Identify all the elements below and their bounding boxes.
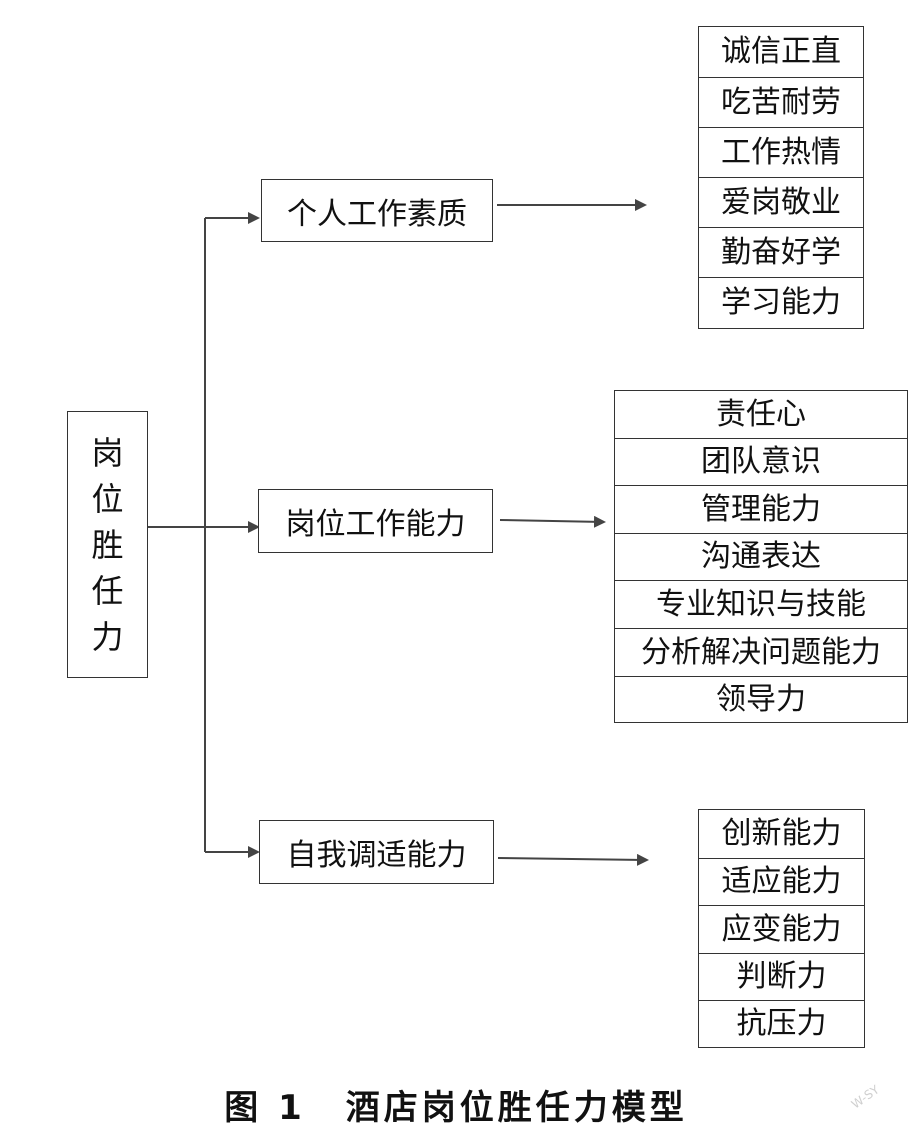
list-item: 专业知识与技能 — [615, 580, 907, 628]
list-item: 抗压力 — [699, 1000, 864, 1047]
list-item: 应变能力 — [699, 905, 864, 953]
branch-label: 个人工作素质 — [287, 196, 467, 232]
list-item: 勤奋好学 — [699, 227, 863, 277]
branch-2-to-list-arrow — [499, 515, 606, 528]
list-item: 学习能力 — [699, 277, 863, 328]
branch-node-job-ability: 岗位工作能力 — [258, 489, 493, 553]
list-item: 判断力 — [699, 953, 864, 1000]
branch-label: 自我调适能力 — [286, 838, 467, 873]
list-personal-quality: 诚信正直 吃苦耐劳 工作热情 爱岗敬业 勤奋好学 学习能力 — [698, 26, 864, 329]
list-item: 爱岗敬业 — [699, 177, 863, 227]
list-item: 管理能力 — [615, 485, 907, 533]
branch-3-to-list-arrow — [497, 853, 649, 866]
list-item: 创新能力 — [721, 816, 842, 851]
root-char: 力 — [91, 617, 124, 656]
list-item: 沟通表达 — [615, 533, 907, 580]
root-char: 任 — [91, 571, 124, 610]
branch-node-personal-quality: 个人工作素质 — [261, 179, 493, 242]
root-label: 岗 位 胜 任 力 — [68, 412, 147, 677]
root-char: 位 — [91, 479, 124, 518]
figure-title: 酒店岗位胜任力模型 — [345, 1088, 688, 1128]
list-item: 诚信正直 — [721, 34, 841, 69]
root-node: 岗 位 胜 任 力 — [67, 411, 148, 678]
list-item: 责任心 — [716, 396, 806, 432]
figure-caption: 图 1 酒店岗位胜任力模型 — [0, 1080, 912, 1129]
branch-node-self-adjustment: 自我调适能力 — [259, 820, 494, 884]
root-char: 岗 — [91, 433, 124, 472]
list-item: 领导力 — [615, 676, 907, 722]
list-self-adjustment: 创新能力 适应能力 应变能力 判断力 抗压力 — [698, 809, 865, 1048]
list-job-ability: 责任心 团队意识 管理能力 沟通表达 专业知识与技能 分析解决问题能力 领导力 — [614, 390, 908, 723]
list-item: 适应能力 — [699, 858, 864, 905]
branch-label: 岗位工作能力 — [285, 507, 466, 542]
list-item: 分析解决问题能力 — [615, 628, 907, 676]
figure-number: 图 1 — [224, 1088, 306, 1128]
list-item: 工作热情 — [699, 127, 863, 177]
root-char: 胜 — [91, 525, 124, 564]
list-item: 吃苦耐劳 — [699, 77, 863, 127]
list-item: 团队意识 — [615, 438, 907, 485]
